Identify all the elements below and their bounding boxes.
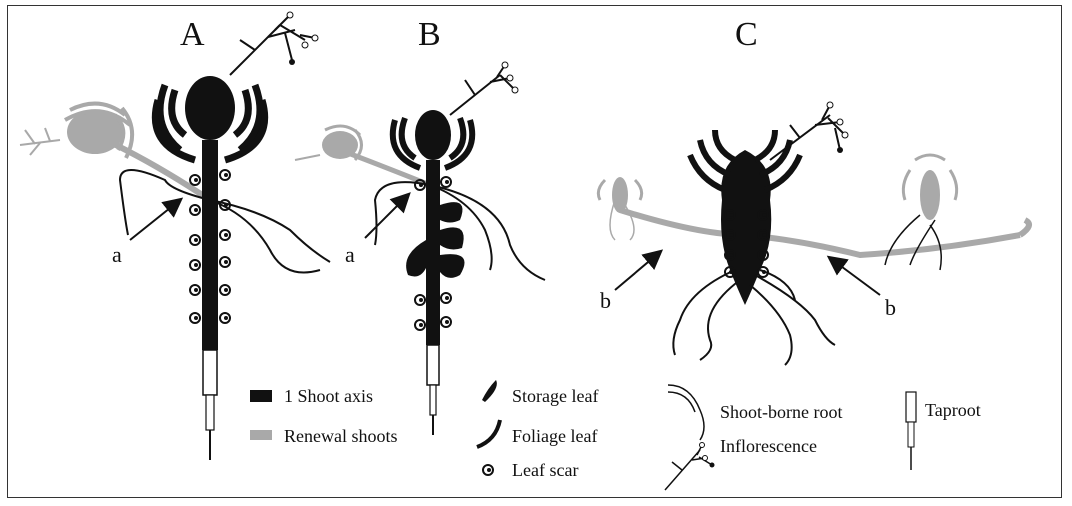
legend-foliage-leaf-label: Foliage leaf xyxy=(512,426,597,446)
legend-renewal-shoots-swatch xyxy=(250,430,272,440)
legend-inflorescence-label: Inflorescence xyxy=(720,436,817,456)
taproot-icon xyxy=(906,392,916,470)
panel-b-shoot-axis xyxy=(393,110,472,435)
panel-c-inflorescence xyxy=(770,102,848,160)
storage-leaf-icon xyxy=(482,380,497,402)
panel-b: B xyxy=(295,16,545,435)
inflorescence-icon xyxy=(665,443,715,491)
legend-leaf-scar-label: Leaf scar xyxy=(512,460,578,480)
leaf-scar-icon xyxy=(483,465,493,475)
legend-taproot-label: Taproot xyxy=(925,400,981,420)
panel-c: C xyxy=(598,16,1029,365)
foliage-leaf-icon xyxy=(477,420,500,447)
arrow-b-left-label: b xyxy=(600,288,611,313)
legend: 1 Shoot axis Renewal shoots Storage leaf… xyxy=(250,380,981,490)
legend-shoot-axis-label: 1 Shoot axis xyxy=(284,386,373,406)
panel-a-inflorescence xyxy=(230,12,318,75)
panel-a-shoot-axis xyxy=(155,76,264,460)
legend-shoot-borne-root-label: Shoot-borne root xyxy=(720,402,842,422)
arrow-b-right-label: b xyxy=(885,295,896,320)
panel-b-inflorescence xyxy=(450,62,518,115)
panel-c-label: C xyxy=(735,16,758,53)
shoot-borne-root-icon xyxy=(668,385,704,440)
legend-storage-leaf-label: Storage leaf xyxy=(512,386,598,406)
panel-c-left-renewal-shoot xyxy=(598,177,641,240)
panel-c-shoot-axis xyxy=(690,130,800,305)
legend-shoot-axis-swatch xyxy=(250,390,272,402)
panel-a-label: A xyxy=(180,16,205,53)
panel-b-label: B xyxy=(418,16,441,53)
arrow-a-left-label: a xyxy=(112,242,122,267)
legend-renewal-shoots-label: Renewal shoots xyxy=(284,426,397,446)
arrow-a-right-label: a xyxy=(345,242,355,267)
